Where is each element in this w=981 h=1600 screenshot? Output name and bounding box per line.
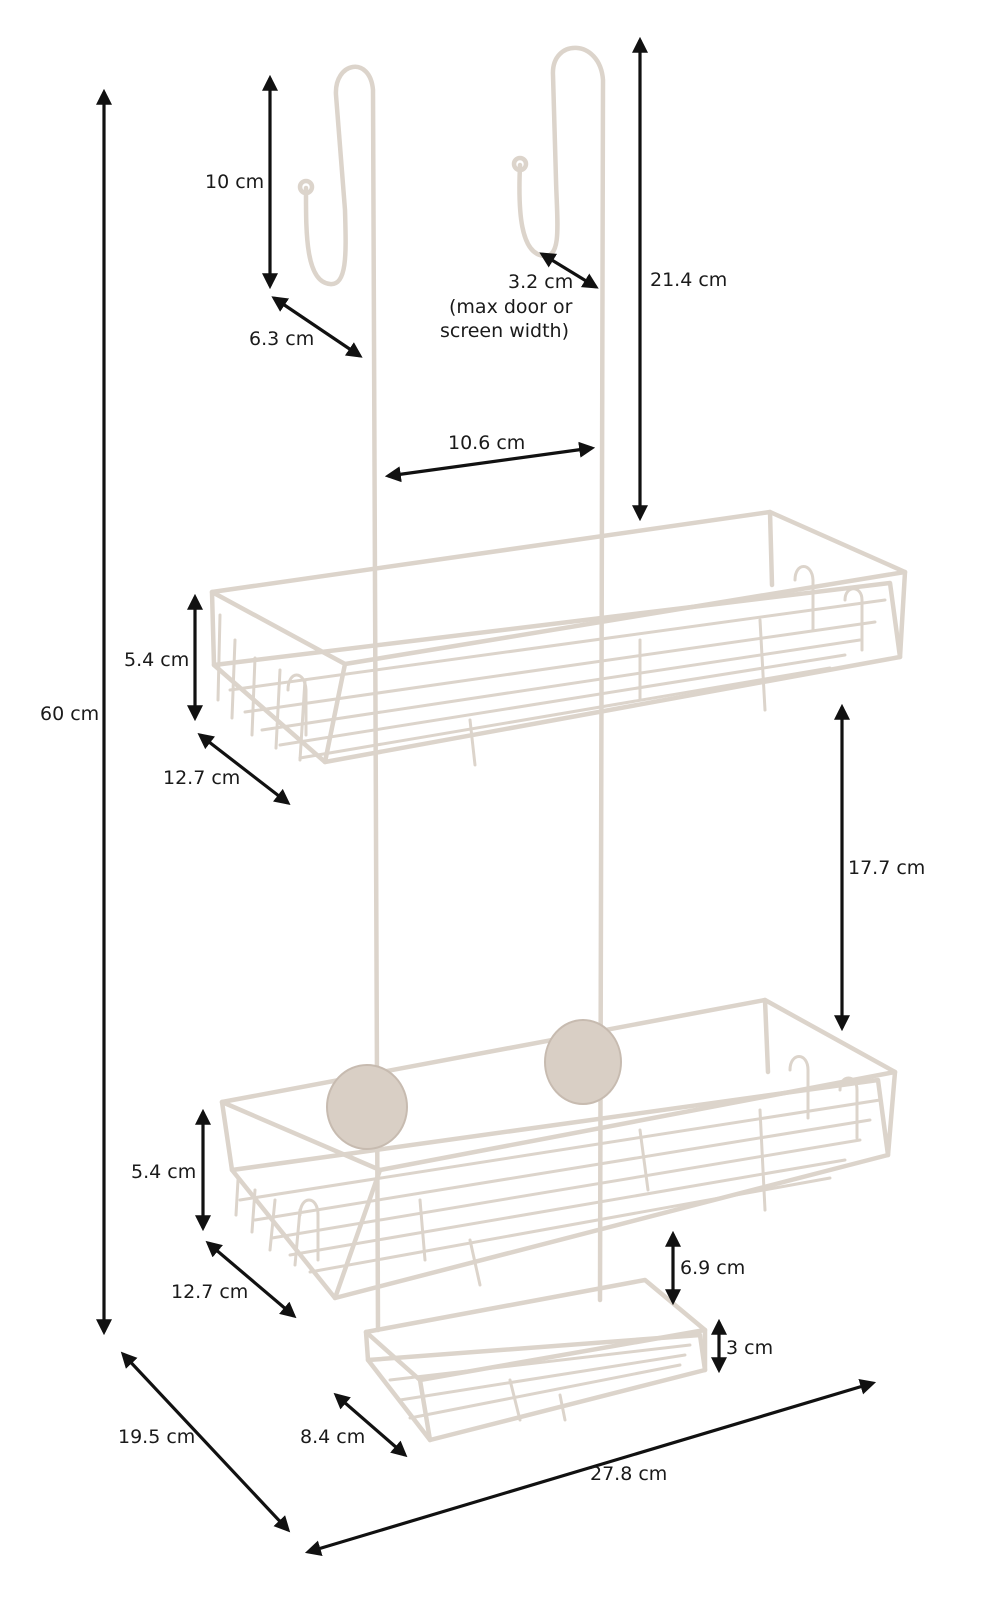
top-basket [209,509,908,767]
lower-basket [219,997,898,1301]
label-hanger-spacing: 10.6 cm [448,432,525,454]
label-top-basket-depth: 12.7 cm [163,767,240,789]
label-top-basket-height: 5.4 cm [124,649,189,671]
label-soap-gap: 6.9 cm [680,1257,745,1279]
label-hanger-length: 21.4 cm [650,269,727,291]
dimension-arrows [96,36,877,1556]
left-suction-disc [326,1064,408,1150]
soap-dish [363,1277,708,1443]
label-soap-height: 3 cm [726,1337,773,1359]
label-soap-depth: 8.4 cm [300,1426,365,1448]
label-hook-depth: 10 cm [205,171,264,193]
arrow-lower-basket-depth [205,1240,297,1319]
arrow-hook-gap [271,296,363,358]
arrow-hanger-spacing [384,441,596,483]
right-hook [517,45,606,1303]
label-overall-width: 27.8 cm [590,1463,667,1485]
label-hook-gap: 6.3 cm [249,328,314,350]
right-suction-disc [544,1019,622,1105]
label-basket-spacing: 17.7 cm [848,857,925,879]
label-door-width-value: 3.2 cm [508,271,573,293]
label-lower-basket-depth: 12.7 cm [171,1281,248,1303]
label-total-height: 60 cm [40,703,99,725]
arrow-overall-depth [120,1351,291,1533]
left-hook [303,64,381,1333]
arrow-door-width [539,252,599,289]
label-door-width-note-1: (max door or [449,296,573,318]
label-lower-basket-height: 5.4 cm [131,1161,196,1183]
shower-caddy-illustration [209,45,908,1443]
right-hook-tip [511,155,529,173]
arrow-top-basket-depth [197,733,291,805]
left-hook-tip [297,178,315,196]
label-overall-depth: 19.5 cm [118,1426,195,1448]
label-door-width-note-2: screen width) [440,320,569,342]
dimension-labels: 10 cm 6.3 cm 3.2 cm (max door or screen … [40,171,925,1485]
arrow-overall-width [304,1379,877,1556]
